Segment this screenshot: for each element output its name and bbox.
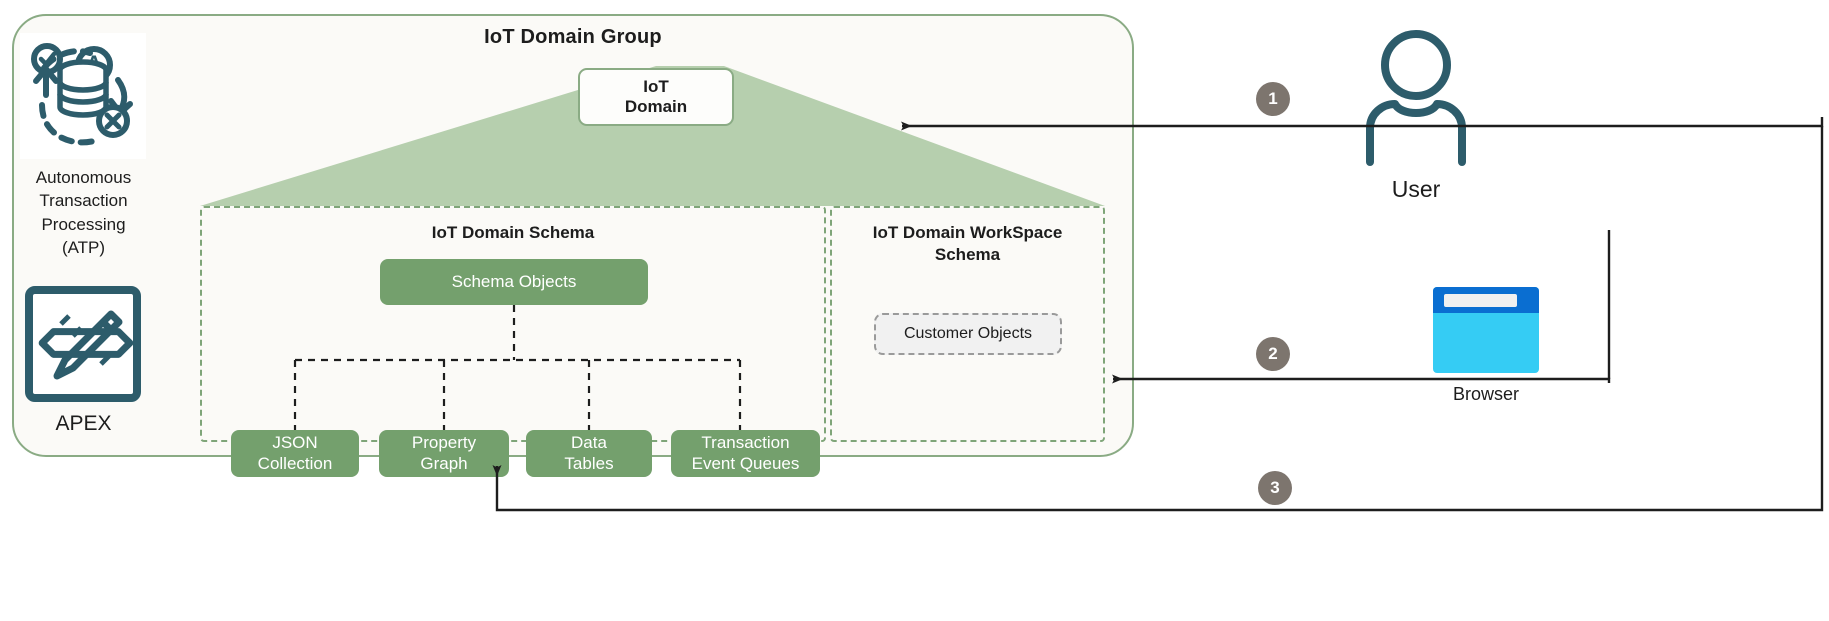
iot-domain-box-label: IoT Domain — [625, 77, 687, 117]
iot-domain-group-container — [12, 14, 1134, 457]
property-graph-line1: Property — [411, 433, 477, 453]
atp-label: Autonomous Transaction Processing (ATP) — [6, 166, 161, 260]
flow-arrow-2 — [1112, 374, 1611, 384]
workspace-title-line2: Schema — [934, 245, 1001, 265]
flow-arrow-1 — [901, 117, 1824, 131]
json-collection-label: JSON Collection — [258, 433, 333, 473]
json-collection-box[interactable]: JSON Collection — [231, 430, 359, 477]
customer-objects-label: Customer Objects — [903, 325, 1033, 342]
step-badge-3: 3 — [1258, 471, 1292, 505]
user-label: User — [1391, 176, 1441, 202]
iot-domain-box[interactable]: IoT Domain — [578, 68, 734, 126]
data-tables-box[interactable]: Data Tables — [526, 430, 652, 477]
workspace-title-line1: IoT Domain WorkSpace — [872, 223, 1063, 242]
customer-objects-box[interactable]: Customer Objects — [874, 313, 1062, 355]
schema-objects-label: Schema Objects — [451, 271, 577, 291]
apex-icon — [25, 286, 141, 402]
data-tables-line2: Tables — [564, 453, 614, 473]
browser-label: Browser — [1452, 384, 1519, 404]
property-graph-label: Property Graph — [412, 433, 476, 473]
step-badge-2-number: 2 — [1268, 344, 1278, 363]
property-graph-box[interactable]: Property Graph — [379, 430, 509, 477]
transaction-event-queues-box[interactable]: Transaction Event Queues — [671, 430, 820, 477]
user-icon — [1362, 28, 1470, 166]
flow-arrow-3 — [492, 126, 1824, 512]
atp-label-line1: Autonomous — [35, 168, 132, 187]
atp-label-line3: Processing — [41, 214, 126, 234]
step-badge-2: 2 — [1256, 337, 1290, 371]
iot-domain-line1: IoT — [643, 76, 669, 96]
funnel-shape — [200, 66, 1105, 206]
iot-domain-workspace-schema-panel — [830, 206, 1105, 442]
property-graph-line2: Graph — [420, 453, 468, 473]
iot-domain-schema-title: IoT Domain Schema — [431, 223, 595, 242]
step-badge-1-number: 1 — [1268, 89, 1278, 108]
apex-label: APEX — [55, 412, 112, 435]
atp-icon: A — [20, 33, 146, 159]
iot-domain-workspace-schema-title: IoT Domain WorkSpace Schema — [830, 222, 1105, 266]
iot-domain-line2: Domain — [624, 97, 688, 116]
iot-domain-group-title: IoT Domain Group — [484, 26, 662, 48]
schema-objects-box[interactable]: Schema Objects — [380, 259, 648, 305]
atp-label-line2: Transaction — [39, 191, 128, 211]
step-badge-1: 1 — [1256, 82, 1290, 116]
transaction-event-queues-line2: Event Queues — [691, 453, 800, 473]
json-collection-line2: Collection — [257, 453, 333, 473]
browser-window-icon — [1433, 287, 1539, 373]
iot-domain-schema-panel — [200, 206, 826, 442]
transaction-event-queues-label: Transaction Event Queues — [692, 433, 800, 473]
transaction-event-queues-line1: Transaction — [701, 433, 790, 453]
atp-label-line4: (ATP) — [61, 238, 106, 258]
data-tables-line1: Data — [571, 433, 607, 453]
schema-connector-tree — [293, 305, 742, 430]
data-tables-label: Data Tables — [564, 433, 613, 473]
json-collection-line1: JSON — [272, 433, 318, 453]
step-badge-3-number: 3 — [1270, 478, 1280, 497]
